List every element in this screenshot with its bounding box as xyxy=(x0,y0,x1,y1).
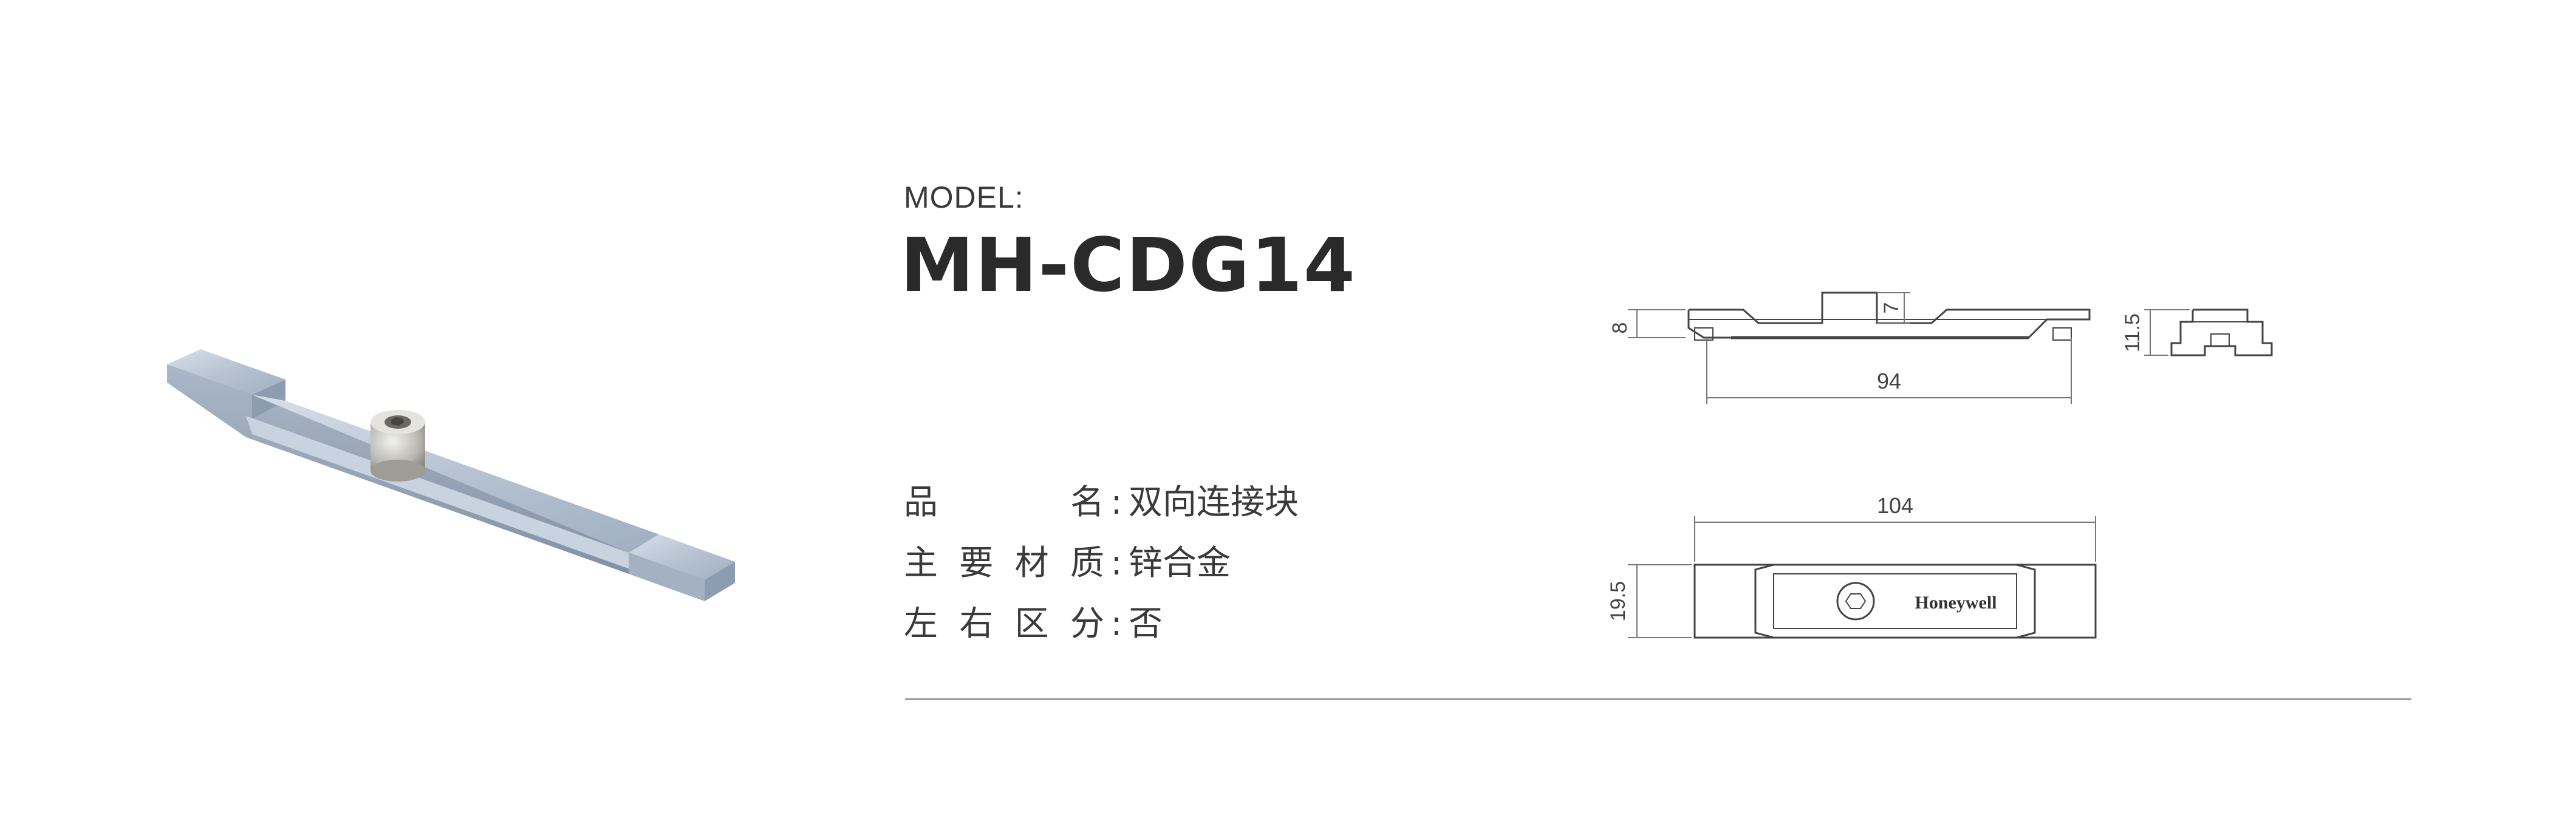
top-view-drawing: Honeywell 104 19.5 xyxy=(1607,493,2097,639)
model-label: MODEL: xyxy=(904,180,1024,214)
spec-row-material: 主要材质:锌合金 xyxy=(904,536,1231,585)
end-view-drawing: 11.5 xyxy=(2121,308,2273,356)
divider xyxy=(905,698,2411,700)
top-width-dim: 19.5 xyxy=(1607,581,1630,621)
spec-row-name: 品名:双向连接块 xyxy=(904,475,1299,524)
spec-row-handedness: 左右区分:否 xyxy=(904,596,1163,646)
spec-label: 品名 xyxy=(904,483,1104,522)
product-photo xyxy=(167,349,735,601)
side-view-drawing: 8 7 94 xyxy=(1608,291,2091,404)
spec-separator: : xyxy=(1110,543,1122,583)
top-brand-text: Honeywell xyxy=(1915,593,1997,613)
spec-label: 主要材质 xyxy=(904,543,1104,583)
spec-value: 双向连接块 xyxy=(1129,483,1299,522)
spec-value: 锌合金 xyxy=(1129,543,1231,583)
side-length-dim: 94 xyxy=(1877,369,1901,393)
spec-separator: : xyxy=(1110,483,1122,522)
side-boss-dim: 7 xyxy=(1880,302,1903,314)
spec-separator: : xyxy=(1110,604,1122,644)
top-length-dim: 104 xyxy=(1877,493,1913,518)
model-number: MH-CDG14 xyxy=(900,222,1356,308)
side-height-dim: 8 xyxy=(1608,322,1631,334)
spec-label: 左右区分 xyxy=(904,604,1104,644)
end-height-dim: 11.5 xyxy=(2121,313,2144,352)
spec-value: 否 xyxy=(1129,604,1163,644)
